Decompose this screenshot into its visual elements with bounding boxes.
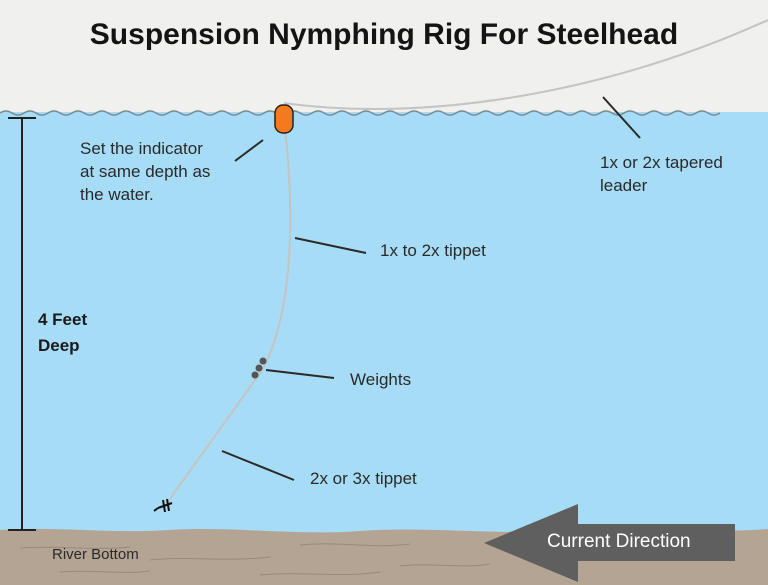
- water-surface: [0, 110, 721, 116]
- leader-label: 1x or 2x tapered leader: [600, 151, 723, 197]
- sky-area: [0, 0, 768, 118]
- indicator-note-line: the water.: [80, 185, 154, 204]
- tippet-lower-label: 2x or 3x tippet: [310, 469, 417, 488]
- river-bottom-label: River Bottom: [52, 546, 139, 563]
- depth-measure: [8, 117, 36, 531]
- leader-pointer: [602, 96, 641, 139]
- indicator-note-line: Set the indicator: [80, 139, 203, 158]
- tippet-upper-pointer: [294, 237, 367, 254]
- leader-label-line: leader: [600, 176, 648, 195]
- indicator-pointer: [234, 139, 264, 162]
- tippet-line: [164, 127, 292, 507]
- current-direction-label: Current Direction: [547, 531, 691, 552]
- tippet-upper-label: 1x to 2x tippet: [380, 241, 486, 260]
- diagram-title: Suspension Nymphing Rig For Steelhead: [89, 18, 679, 51]
- strike-indicator: [274, 104, 294, 134]
- split-shot-weights: [251, 357, 267, 379]
- weights-pointer: [265, 369, 335, 379]
- river-bed-texture: [19, 543, 491, 576]
- indicator-note-line: at same depth as: [80, 162, 211, 181]
- depth-label-line: Deep: [38, 336, 80, 355]
- water-area: [0, 112, 768, 537]
- depth-label: 4 Feet Deep: [38, 307, 87, 359]
- current-arrow: [484, 504, 735, 582]
- indicator-note: Set the indicator at same depth as the w…: [80, 137, 210, 206]
- depth-label-line: 4 Feet: [38, 310, 88, 329]
- tippet-lower-pointer: [221, 450, 295, 481]
- pointer-lines: [221, 96, 641, 481]
- nymph-fly: [153, 498, 173, 513]
- weights-label: Weights: [350, 370, 412, 389]
- leader-label-line: 1x or 2x tapered: [600, 153, 723, 172]
- fly-line: [283, 19, 768, 110]
